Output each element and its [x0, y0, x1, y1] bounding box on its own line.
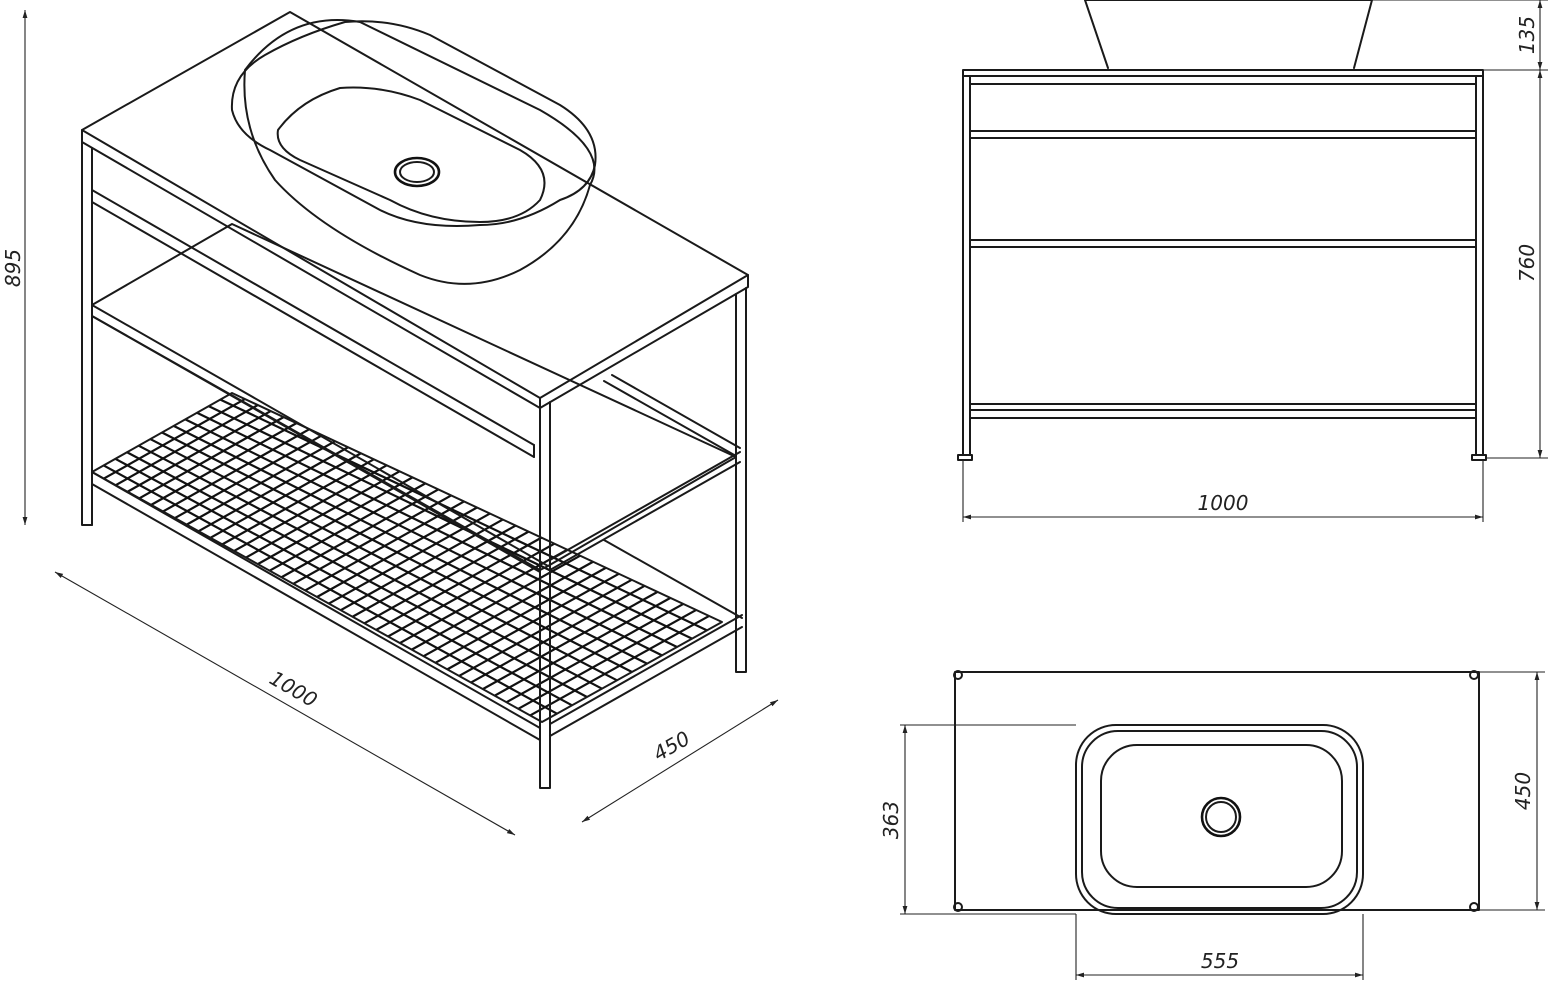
dim-top-bowl-depth-label: 363: [879, 801, 903, 839]
mesh-wire: [138, 444, 603, 690]
mesh-wire: [161, 431, 633, 673]
front-countertop: [962, 69, 1484, 77]
dim-top-bowl-depth: 363: [879, 725, 908, 914]
top-view: 363 450 555: [879, 670, 1545, 980]
frame-legs: [81, 141, 747, 789]
dim-iso-height-label: 895: [1, 249, 25, 287]
mesh-wire: [184, 418, 663, 657]
dim-front-width: 1000: [963, 491, 1483, 520]
dim-top-bowl-width-label: 555: [1201, 949, 1239, 973]
isometric-view: 895 1000 450: [1, 10, 779, 836]
front-view: 135 760 1000: [957, 0, 1548, 522]
countertop: [81, 11, 749, 409]
dim-front-width-label: 1000: [1198, 491, 1249, 515]
drain-icon: [1200, 796, 1242, 838]
mesh-wire: [126, 451, 588, 698]
front-foot-right: [1471, 454, 1487, 461]
mesh-wire: [149, 438, 618, 682]
dim-iso-depth-label: 450: [649, 726, 694, 766]
dim-front-frame-label: 760: [1515, 244, 1539, 282]
mesh-wire: [114, 457, 573, 707]
front-bowl-right: [1353, 0, 1373, 69]
dim-top-depth: 450: [1511, 672, 1540, 910]
mesh-shelf: [103, 398, 710, 717]
front-open-shelf: [969, 246, 1477, 405]
mesh-wire: [173, 424, 648, 665]
mesh-wire: [208, 405, 693, 640]
middle-shelf: [91, 223, 741, 573]
dim-iso-width: 1000: [54, 571, 516, 836]
dim-top-bowl-width: 555: [1076, 949, 1363, 978]
dim-front-frame: 760: [1515, 70, 1543, 458]
dim-iso-width-label: 1000: [265, 666, 321, 712]
dim-iso-height: 895: [1, 10, 28, 525]
front-drawer-top: [969, 83, 1477, 132]
mesh-wire: [103, 464, 558, 715]
mesh-wire: [219, 398, 708, 632]
top-bowl-outer: [1075, 724, 1364, 915]
mesh-wire: [196, 411, 678, 648]
dim-front-bowl-label: 135: [1515, 16, 1539, 54]
front-bowl-left: [1084, 0, 1109, 69]
vessel-basin-iso: [230, 19, 597, 285]
front-foot-left: [957, 454, 973, 461]
dim-front-bowl: 135: [1515, 0, 1543, 70]
front-drawer-middle: [969, 137, 1477, 241]
top-countertop: [954, 671, 1480, 911]
front-bottom-rail: [969, 409, 1477, 419]
dim-top-depth-label: 450: [1511, 772, 1535, 810]
dim-iso-depth: 450: [581, 699, 779, 823]
upper-rail: [91, 189, 535, 458]
top-bowl-inner: [1100, 744, 1343, 888]
